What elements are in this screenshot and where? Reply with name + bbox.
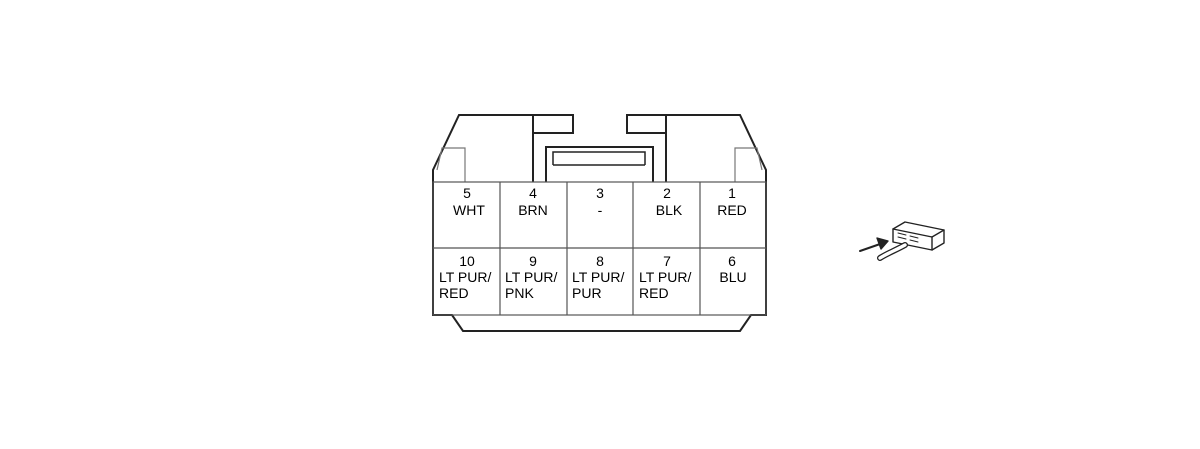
pin-number: 6 (728, 253, 736, 269)
pin-5: 5 WHT (453, 185, 485, 218)
pin-1: 1 RED (717, 185, 747, 218)
pin-wire-color-2: PNK (505, 285, 534, 301)
pin-number: 5 (463, 185, 471, 201)
pin-number: 2 (663, 185, 671, 201)
pin-number: 8 (596, 253, 604, 269)
pin-6: 6 BLU (719, 253, 746, 285)
pin-wire-color: RED (717, 202, 747, 218)
pin-9: 9 LT PUR/ PNK (505, 253, 557, 301)
pin-number: 9 (529, 253, 537, 269)
pin-wire-color: - (598, 202, 603, 218)
pin-3: 3 - (596, 185, 604, 218)
pin-wire-color: LT PUR/ (639, 269, 691, 285)
pin-wire-color-2: PUR (572, 285, 602, 301)
pin-wire-color: BLU (719, 269, 746, 285)
pin-wire-color: LT PUR/ (505, 269, 557, 285)
pin-wire-color: BLK (656, 202, 683, 218)
connector-front-view-icon (859, 221, 945, 261)
pin-labels: 5 WHT 4 BRN 3 - 2 BLK 1 RED 10 LT PUR/ R… (439, 185, 747, 301)
pin-wire-color: LT PUR/ (572, 269, 624, 285)
pin-wire-color: LT PUR/ (439, 269, 491, 285)
pin-2: 2 BLK (656, 185, 683, 218)
pin-wire-color: BRN (518, 202, 548, 218)
pin-number: 7 (663, 253, 671, 269)
pin-number: 10 (459, 253, 475, 269)
pin-8: 8 LT PUR/ PUR (572, 253, 624, 301)
pin-10: 10 LT PUR/ RED (439, 253, 491, 301)
pin-number: 4 (529, 185, 537, 201)
pin-grid (432, 181, 767, 316)
pin-number: 1 (728, 185, 736, 201)
pin-number: 3 (596, 185, 604, 201)
pin-4: 4 BRN (518, 185, 548, 218)
pin-7: 7 LT PUR/ RED (639, 253, 691, 301)
pin-wire-color: WHT (453, 202, 485, 218)
connector-housing (432, 114, 767, 332)
pin-wire-color-2: RED (639, 285, 669, 301)
pin-wire-color-2: RED (439, 285, 469, 301)
